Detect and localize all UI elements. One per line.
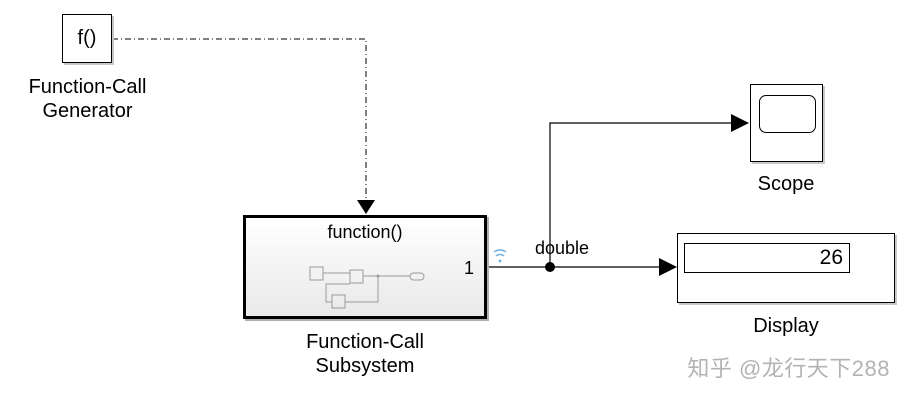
display-value-field: 26 xyxy=(684,243,850,273)
subsystem-trigger-label: function() xyxy=(327,222,403,242)
function-call-subsystem-label-line1: Function-Call xyxy=(306,331,424,353)
function-call-generator-block[interactable]: f() xyxy=(62,14,112,63)
function-call-generator-label-line2: Generator xyxy=(42,100,133,122)
signal-data-type-label: double xyxy=(535,238,590,258)
function-call-generator-label: Function-Call Generator xyxy=(0,75,175,123)
function-call-arrowhead xyxy=(357,200,375,214)
function-call-subsystem-block[interactable]: function() 1 xyxy=(243,215,487,319)
function-call-generator-icon-text: f() xyxy=(77,27,97,49)
display-input-arrowhead xyxy=(659,258,677,276)
signal-branch-to-scope xyxy=(549,122,731,267)
display-label: Display xyxy=(753,315,819,337)
watermark-text: 知乎 @龙行天下288 xyxy=(687,356,890,381)
scope-label: Scope xyxy=(757,173,815,195)
function-call-subsystem-label: Function-Call Subsystem xyxy=(270,330,460,378)
branch-point xyxy=(545,262,555,272)
subsystem-contents-icon xyxy=(309,266,425,309)
scope-block[interactable] xyxy=(750,84,823,162)
subsystem-output-port-number: 1 xyxy=(463,258,474,278)
function-call-subsystem-label-line2: Subsystem xyxy=(315,355,415,377)
function-call-generator-label-line1: Function-Call xyxy=(28,76,147,98)
display-block[interactable]: 26 xyxy=(677,233,895,303)
scope-input-arrowhead xyxy=(731,114,749,132)
signal-log-icon xyxy=(493,249,507,263)
scope-screen-icon xyxy=(759,95,816,133)
